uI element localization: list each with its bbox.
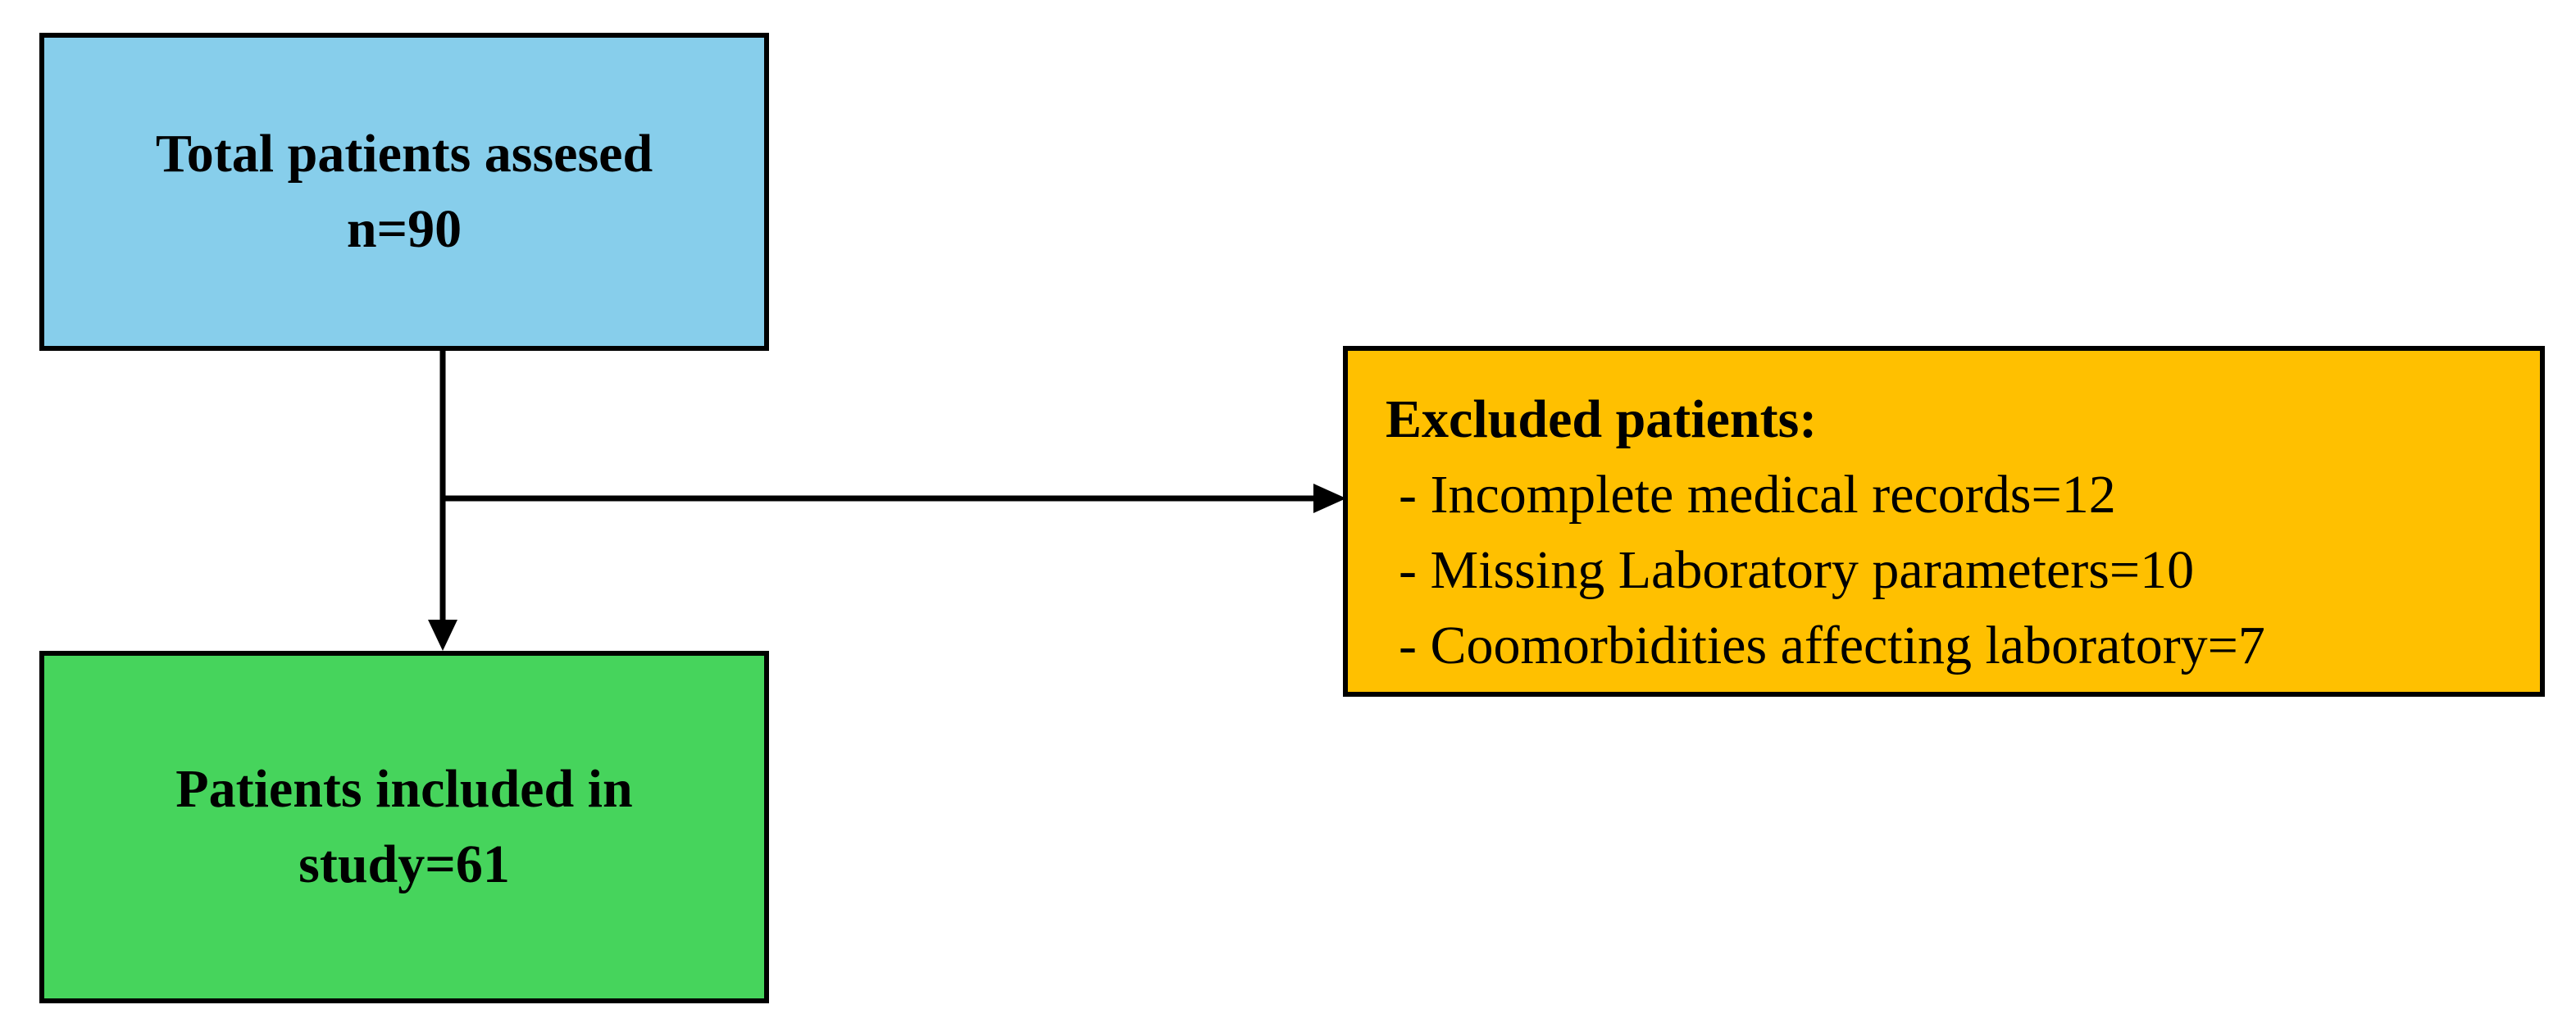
- right-arrowhead: [1313, 484, 1346, 513]
- down-arrowhead: [428, 620, 457, 651]
- assessed-box: Total patients assesed n=90: [39, 33, 769, 351]
- excluded-title: Excluded patients:: [1386, 389, 1818, 449]
- excluded-item-comorbidities: - Coomorbidities affecting laboratory=7: [1399, 616, 2265, 675]
- excluded-item-incomplete-records: - Incomplete medical records=12: [1399, 465, 2116, 525]
- included-title: Patients included in: [175, 759, 633, 819]
- assessed-count: n=90: [346, 199, 462, 259]
- excluded-item-missing-lab: - Missing Laboratory parameters=10: [1399, 540, 2195, 600]
- assessed-title: Total patients assesed: [155, 124, 653, 184]
- included-box: Patients included in study=61: [39, 651, 769, 1003]
- excluded-box: Excluded patients: - Incomplete medical …: [1343, 346, 2545, 697]
- included-count: study=61: [298, 834, 510, 894]
